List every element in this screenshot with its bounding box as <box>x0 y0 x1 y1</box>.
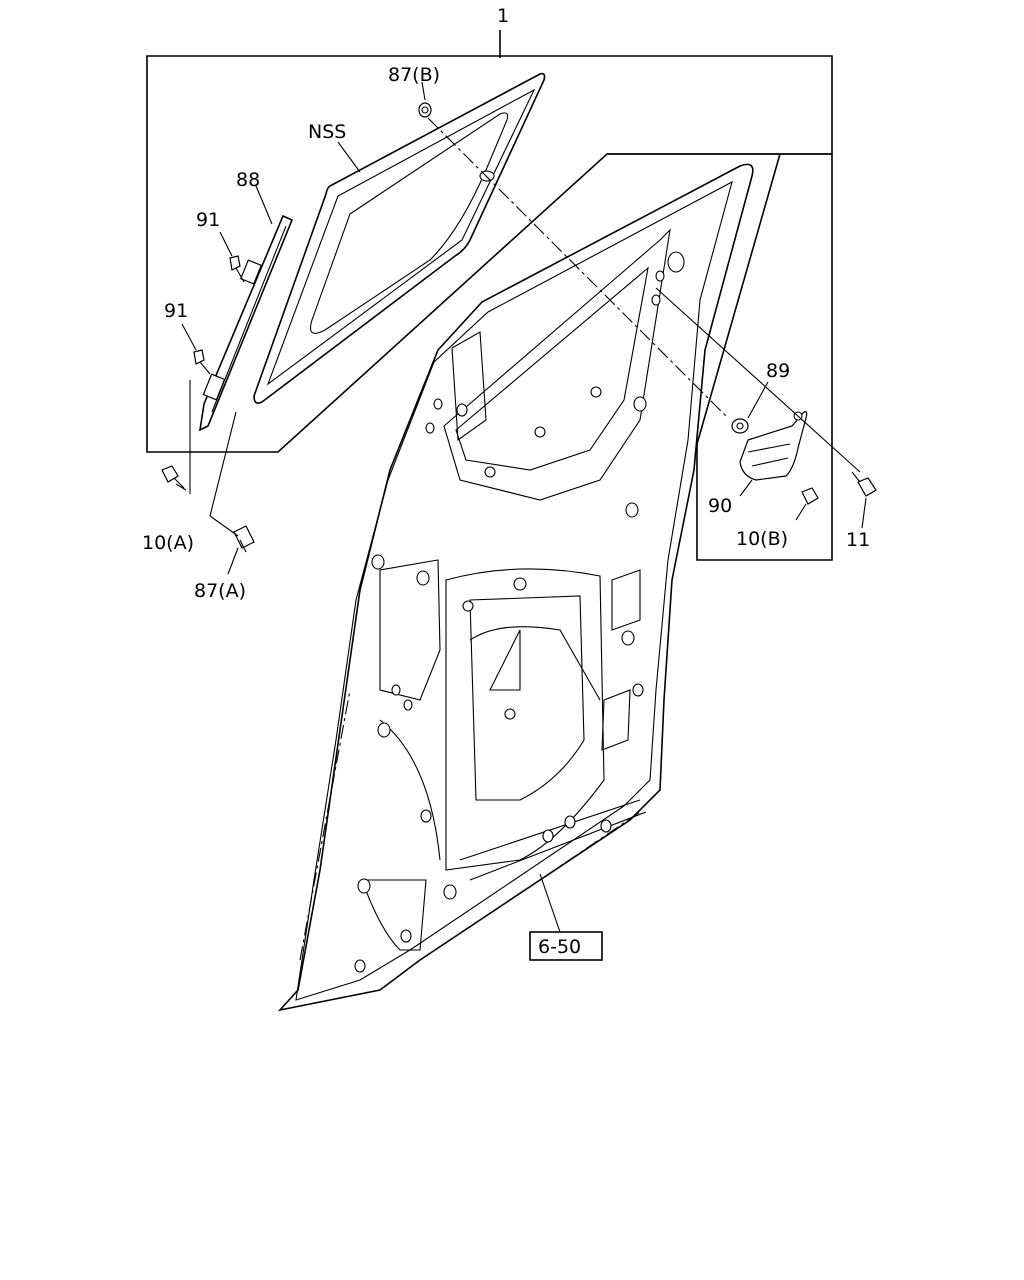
reference-page-label: 6-50 <box>538 936 581 958</box>
door-panel <box>277 163 754 1012</box>
callout-bolt-11: 11 <box>846 529 870 551</box>
bracket-90-part <box>739 411 808 481</box>
screw-91-lower-part <box>193 349 211 375</box>
callout-glass: NSS <box>308 121 346 143</box>
callout-weatherstrip: 88 <box>236 169 260 191</box>
reference-page-box[interactable]: 6-50 <box>529 931 603 961</box>
callout-bolt-10b: 10(B) <box>736 528 788 550</box>
callout-bracket: 90 <box>708 495 732 517</box>
callout-clip-87b: 87(B) <box>388 64 440 86</box>
bolt-10a-part <box>161 465 187 491</box>
quarter-glass <box>253 72 546 404</box>
callout-assembly: 1 <box>497 5 509 27</box>
leader-lines <box>181 81 867 933</box>
callout-nut: 89 <box>766 360 790 382</box>
clip-87b-part <box>418 102 432 118</box>
screw-91-upper-part <box>229 255 245 283</box>
callout-clip-87a: 87(A) <box>194 580 246 602</box>
callout-bolt-10a: 10(A) <box>142 532 194 554</box>
clip-87a-part <box>233 525 255 553</box>
nut-89-part <box>731 418 749 434</box>
assembly-outline <box>146 30 833 561</box>
bolt-11-part <box>851 471 877 497</box>
bolt-10b-part <box>801 487 819 505</box>
callout-screw-upper: 91 <box>196 209 220 231</box>
callout-screw-lower: 91 <box>164 300 188 322</box>
weatherstrip-channel <box>198 214 294 432</box>
